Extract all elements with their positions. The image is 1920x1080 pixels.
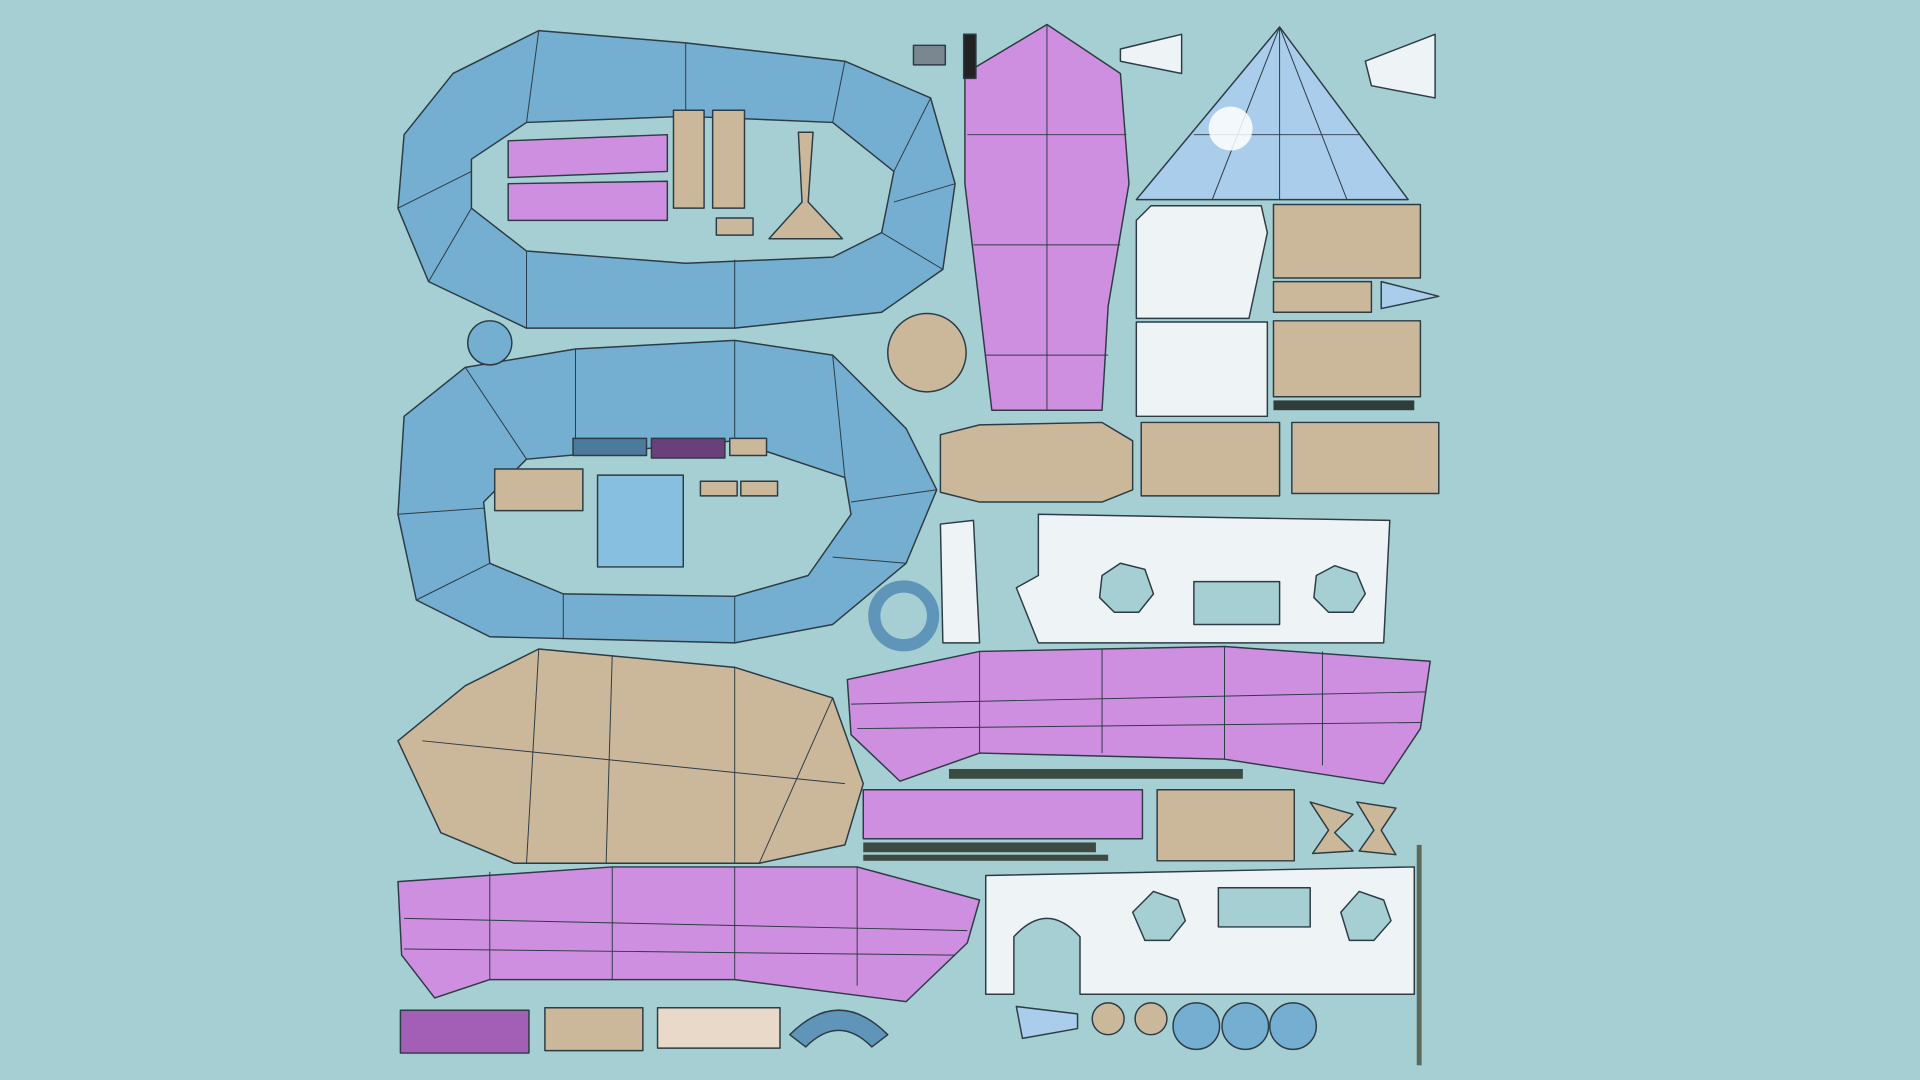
pink-strip-1 bbox=[507, 133, 669, 179]
seam-line bbox=[832, 355, 846, 478]
sail-seams bbox=[967, 24, 1127, 411]
boat-floor bbox=[397, 648, 864, 864]
white-panel-diag bbox=[1135, 204, 1269, 320]
seam-line bbox=[893, 97, 932, 172]
seam-line bbox=[428, 207, 472, 282]
white-cone-2 bbox=[1364, 33, 1436, 99]
rope-piece bbox=[572, 437, 648, 457]
seam-line bbox=[526, 30, 540, 123]
plank-2 bbox=[711, 109, 746, 209]
dark-pole-2 bbox=[863, 842, 1096, 853]
disc-tan-2 bbox=[1134, 1002, 1168, 1036]
seam-line bbox=[404, 948, 956, 956]
wall-window-1 bbox=[1098, 562, 1155, 613]
seam-line bbox=[851, 691, 1427, 705]
disc-tan-1 bbox=[1091, 1002, 1125, 1036]
vertical-rope bbox=[1416, 844, 1422, 1066]
seam-line bbox=[464, 367, 527, 460]
boat-floor-seams bbox=[422, 648, 845, 864]
tan-block bbox=[493, 468, 584, 512]
ring-seams bbox=[397, 30, 956, 643]
mast-piece bbox=[768, 131, 844, 240]
small-tan-1 bbox=[729, 437, 768, 457]
dark-bar bbox=[962, 33, 977, 80]
small-tan-3 bbox=[740, 480, 779, 497]
barrel-strip bbox=[939, 421, 1134, 503]
pink-hull-strip-right bbox=[846, 645, 1431, 785]
wall-window-2 bbox=[1313, 564, 1367, 613]
plank-group-6 bbox=[1156, 789, 1296, 862]
white-panel-rect bbox=[1135, 321, 1269, 418]
plank-group-2 bbox=[1272, 280, 1373, 313]
chevron-piece-2 bbox=[1356, 801, 1397, 856]
plank-group-1 bbox=[1272, 203, 1422, 279]
dark-pole-3 bbox=[863, 854, 1109, 861]
plank-group-3 bbox=[1272, 320, 1422, 398]
seam-line bbox=[832, 556, 907, 564]
wheel bbox=[887, 312, 967, 393]
pink-hull-strip-bottom bbox=[397, 866, 981, 1003]
dark-pole bbox=[948, 768, 1243, 779]
wall-door bbox=[1193, 580, 1281, 626]
dark-rope bbox=[1273, 400, 1415, 411]
plank-group-5 bbox=[1291, 421, 1440, 495]
purple-roll-large bbox=[862, 789, 1144, 840]
seam-line bbox=[893, 183, 956, 203]
seam-line bbox=[416, 562, 491, 601]
chevron-piece-1 bbox=[1309, 801, 1354, 855]
seam-line bbox=[397, 170, 472, 209]
seam-line bbox=[397, 507, 484, 515]
purple-roll bbox=[650, 437, 726, 459]
bottom-pink-roll bbox=[399, 1009, 530, 1054]
ring-blue-small bbox=[868, 580, 940, 652]
bottom-tan-roll bbox=[544, 1007, 644, 1052]
small-tan-2 bbox=[699, 480, 738, 497]
disc-blue bbox=[467, 320, 513, 366]
wall-door-2 bbox=[1217, 887, 1311, 928]
plank-group-4 bbox=[1140, 421, 1281, 497]
seam-line bbox=[850, 489, 937, 503]
disc-blue-2 bbox=[1221, 1002, 1270, 1051]
pink-strip-2 bbox=[507, 180, 669, 222]
seam-line bbox=[404, 917, 968, 932]
disc-blue-1 bbox=[1172, 1002, 1221, 1051]
plank-3 bbox=[715, 217, 754, 236]
flower-emblem bbox=[1208, 106, 1253, 151]
bottom-check-roll bbox=[656, 1007, 781, 1049]
plank-1 bbox=[672, 109, 705, 209]
disc-blue-3 bbox=[1269, 1002, 1318, 1051]
seam-line bbox=[832, 61, 846, 123]
bottom-blue-arc bbox=[789, 1009, 889, 1048]
seam-line bbox=[881, 232, 944, 270]
roof-triangle bbox=[1135, 26, 1409, 201]
blue-cone bbox=[1380, 280, 1440, 310]
pink-strip-seams bbox=[404, 646, 1427, 986]
white-cone-1 bbox=[1119, 33, 1183, 75]
bottom-blue-cone bbox=[1015, 1005, 1079, 1040]
wall-window-4 bbox=[1340, 890, 1392, 942]
blue-panel bbox=[596, 474, 684, 568]
gear-small bbox=[912, 44, 947, 66]
wall-window-3 bbox=[1131, 890, 1187, 942]
seam-line bbox=[857, 721, 1421, 730]
